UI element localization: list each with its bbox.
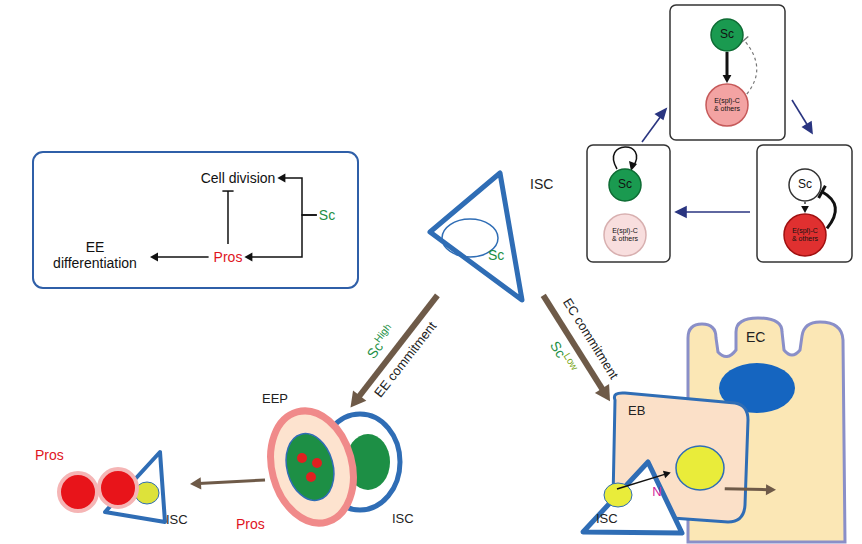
- cell-label: Pros: [236, 516, 265, 532]
- edge-label: N: [652, 485, 661, 500]
- legend-frame: [33, 152, 358, 288]
- arrow-head: [801, 206, 809, 213]
- circle-text: E(spl)-C & others: [712, 97, 742, 113]
- pros-dot: [312, 458, 322, 468]
- gene-label: Pros: [212, 247, 245, 267]
- cell-label: ISC: [166, 513, 188, 528]
- gene-name: Sc: [364, 339, 387, 362]
- circle-text: Sc: [618, 178, 632, 192]
- arrow-head: [663, 471, 671, 478]
- cell-node: EC: [688, 322, 848, 540]
- circle-text: E(spl)-C & others: [610, 227, 640, 243]
- arrow-head: [190, 477, 201, 489]
- nucleus: [604, 483, 632, 507]
- connector-line: [744, 40, 757, 94]
- nucleus: [279, 428, 341, 506]
- process-label: EE differentiation: [43, 237, 147, 273]
- text-label: Cell division: [201, 170, 276, 186]
- circle-shape: [784, 214, 826, 256]
- connector-line: [199, 480, 265, 484]
- inhibition-bar: [222, 190, 233, 192]
- cell-node: ISC: [320, 415, 410, 535]
- cell-label: ISC: [530, 176, 553, 192]
- connector: [150, 253, 209, 262]
- cell-label: ISC: [596, 512, 618, 527]
- circle-shape: [604, 214, 646, 256]
- gene-circle: Sc: [710, 18, 744, 52]
- gene-circle: E(spl)-C & others: [783, 213, 827, 257]
- isc-cell: [430, 173, 522, 300]
- connector: [222, 191, 233, 244]
- circle-shape: [711, 19, 743, 51]
- text-label: Sc: [319, 207, 335, 223]
- isc-cell: [583, 462, 682, 533]
- circle-shape: [706, 84, 748, 126]
- gene-circle: E(spl)-C & others: [603, 213, 647, 257]
- arrow-head: [244, 253, 252, 262]
- cell-label: Sc: [488, 247, 504, 263]
- arrow-head: [595, 384, 610, 401]
- cell-node: EEPPros: [265, 405, 360, 530]
- connector: [725, 484, 776, 495]
- circle-shape: [789, 169, 821, 201]
- arrow-head: [150, 253, 158, 262]
- ee-cell: [59, 473, 97, 511]
- process-label: Cell division: [199, 168, 278, 188]
- connector-line: [725, 487, 768, 491]
- connector: [190, 477, 265, 489]
- gene-label: Pros: [35, 447, 64, 463]
- state-panel: [757, 145, 852, 262]
- text-label: Pros: [214, 249, 243, 265]
- circle-text: Sc: [720, 28, 734, 42]
- cell-label: ISC: [392, 512, 414, 527]
- gene-label: Sc: [317, 205, 337, 225]
- signal-level: ScHigh: [362, 321, 400, 362]
- cell-node: ISC Sc: [420, 168, 565, 308]
- circle-text: Sc: [798, 178, 812, 192]
- arrow-head: [766, 484, 776, 495]
- circle-shape: [609, 169, 641, 201]
- gene-circle: E(spl)-C & others: [705, 83, 749, 127]
- circle-text: E(spl)-C & others: [790, 227, 820, 243]
- arrow-head: [723, 75, 732, 83]
- connector-line: [726, 52, 729, 77]
- pros-dot: [306, 472, 316, 482]
- cell-node: ISC: [95, 448, 190, 528]
- cell-label: EEP: [262, 392, 288, 407]
- pros-dot: [297, 453, 307, 463]
- ee-cell: [99, 469, 137, 507]
- connector: [723, 52, 732, 83]
- connector-line: [284, 178, 317, 215]
- connector: [617, 471, 671, 489]
- cell-node: EB: [610, 395, 745, 520]
- arrow-head: [277, 174, 285, 183]
- gene-circle: Sc: [788, 168, 822, 202]
- connector-line: [822, 192, 835, 229]
- gene-circle: Sc: [608, 168, 642, 202]
- connector-line: [251, 215, 317, 257]
- connector: [244, 215, 316, 261]
- eep-cell: [259, 402, 366, 533]
- connector-line: [227, 191, 229, 244]
- connector-line: [156, 256, 208, 258]
- cell-node: ISC: [575, 455, 680, 540]
- connector: [801, 202, 809, 213]
- connector: [277, 174, 316, 215]
- expression-level: High: [372, 321, 393, 344]
- arrow-head: [351, 390, 367, 407]
- nucleus: [676, 446, 724, 490]
- text-label: EE differentiation: [45, 239, 145, 271]
- connector: [351, 295, 438, 407]
- cell-label: EC: [746, 329, 765, 345]
- state-panel: [587, 145, 670, 262]
- connector: [740, 36, 757, 94]
- cell-label: EB: [628, 404, 645, 419]
- state-panel: [670, 5, 785, 140]
